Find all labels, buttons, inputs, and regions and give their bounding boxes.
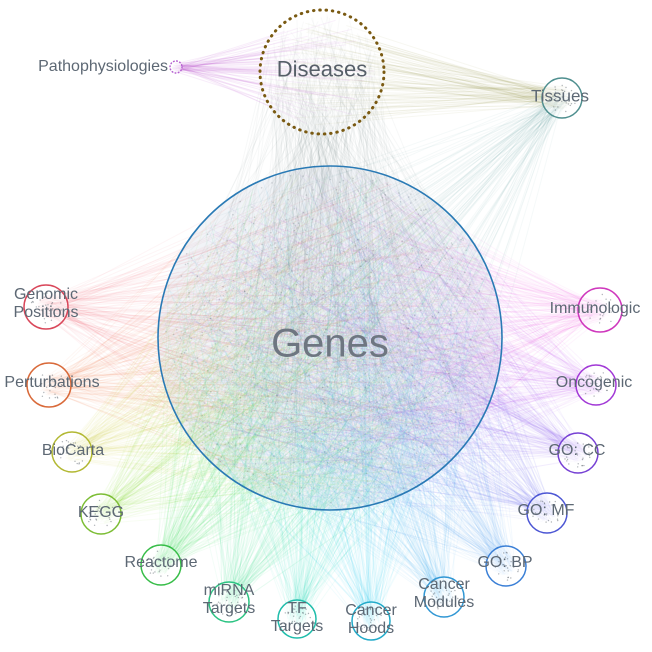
fan-kegg-to-genes [91, 170, 498, 525]
node-genomic_positions[interactable] [23, 284, 69, 330]
node-points-oncogenic [584, 372, 609, 397]
node-points-kegg [88, 499, 116, 527]
node-pathophysiologies[interactable] [169, 60, 183, 74]
node-go_cc[interactable] [557, 432, 599, 474]
fan-genomic_positions-to-genes [36, 181, 500, 506]
fan-cancer_hoods-to-genes [169, 178, 488, 631]
node-points-cancer_hoods [357, 607, 382, 631]
node-perturbations[interactable] [26, 362, 72, 408]
node-kegg[interactable] [80, 493, 122, 535]
label-genes[interactable]: Genes [271, 321, 389, 366]
label-go_mf[interactable]: GO: MF [517, 501, 575, 519]
label-go_cc[interactable]: GO: CC [548, 441, 606, 459]
fan-go_cc-to-genes [165, 169, 588, 508]
node-mirna_targets[interactable] [208, 581, 250, 623]
node-points-tf_targets [284, 605, 311, 631]
fan-diseases-to-tissues [273, 22, 573, 126]
node-points-biocarta [57, 439, 84, 465]
gene-points [165, 175, 496, 504]
label-mirna_targets[interactable]: miRNA Targets [202, 581, 256, 617]
node-biocarta[interactable] [51, 431, 93, 473]
node-points-immunologic [586, 293, 612, 324]
fan-oncogenic-to-genes [159, 171, 606, 504]
label-cancer_modules[interactable]: Cancer Modules [413, 575, 475, 611]
fan-diseases-to-pathophysiologies [171, 19, 375, 125]
node-genes[interactable] [157, 165, 503, 511]
node-points-cancer_modules [430, 586, 459, 610]
label-go_bp[interactable]: GO: BP [477, 553, 533, 571]
label-tf_targets[interactable]: TF Targets [270, 599, 324, 635]
node-points-mirna_targets [216, 589, 244, 615]
node-oncogenic[interactable] [575, 364, 617, 406]
node-points-reactome [147, 550, 176, 577]
label-tissues[interactable]: Tissues [531, 86, 589, 106]
label-reactome[interactable]: Reactome [124, 553, 198, 571]
node-go_bp[interactable] [485, 545, 527, 587]
fan-go_bp-to-genes [167, 171, 517, 576]
node-tissues[interactable] [541, 77, 583, 119]
node-tf_targets[interactable] [277, 599, 317, 639]
node-diseases[interactable] [258, 8, 386, 136]
node-points-genomic_positions [30, 292, 62, 324]
fan-mirna_targets-to-genes [163, 177, 497, 612]
fan-cancer_modules-to-genes [177, 170, 499, 607]
label-genomic_positions[interactable]: Genomic Positions [13, 285, 79, 321]
label-biocarta[interactable]: BioCarta [41, 441, 105, 459]
node-points-tissues [548, 84, 576, 113]
node-points-go_mf [532, 500, 559, 523]
node-points-go_bp [494, 551, 519, 581]
fan-tf_targets-to-genes [160, 172, 500, 628]
label-perturbations[interactable]: Perturbations [4, 373, 100, 391]
label-immunologic[interactable]: Immunologic [549, 299, 641, 317]
fan-perturbations-to-genes [37, 179, 499, 500]
edge-fans [36, 14, 611, 631]
label-pathophysiologies[interactable]: Pathophysiologies [38, 57, 168, 75]
node-points-perturbations [34, 374, 63, 399]
node-go_mf[interactable] [526, 492, 568, 534]
node-cancer_hoods[interactable] [351, 601, 391, 641]
label-cancer_hoods[interactable]: Cancer Hoods [345, 601, 397, 637]
label-diseases[interactable]: Diseases [276, 56, 368, 82]
fan-biocarta-to-genes [62, 168, 496, 504]
fan-go_mf-to-genes [164, 174, 557, 523]
node-cancer_modules[interactable] [423, 576, 465, 618]
fan-reactome-to-genes [151, 173, 495, 575]
node-reactome[interactable] [140, 544, 182, 586]
label-oncogenic[interactable]: Oncogenic [555, 373, 633, 391]
node-immunologic[interactable] [577, 287, 623, 333]
fan-tissues-to-genes [159, 89, 573, 491]
genes-node-fill [158, 166, 502, 510]
fan-immunologic-to-genes [169, 174, 611, 487]
label-kegg[interactable]: KEGG [77, 503, 125, 521]
node-points-go_cc [564, 442, 591, 468]
